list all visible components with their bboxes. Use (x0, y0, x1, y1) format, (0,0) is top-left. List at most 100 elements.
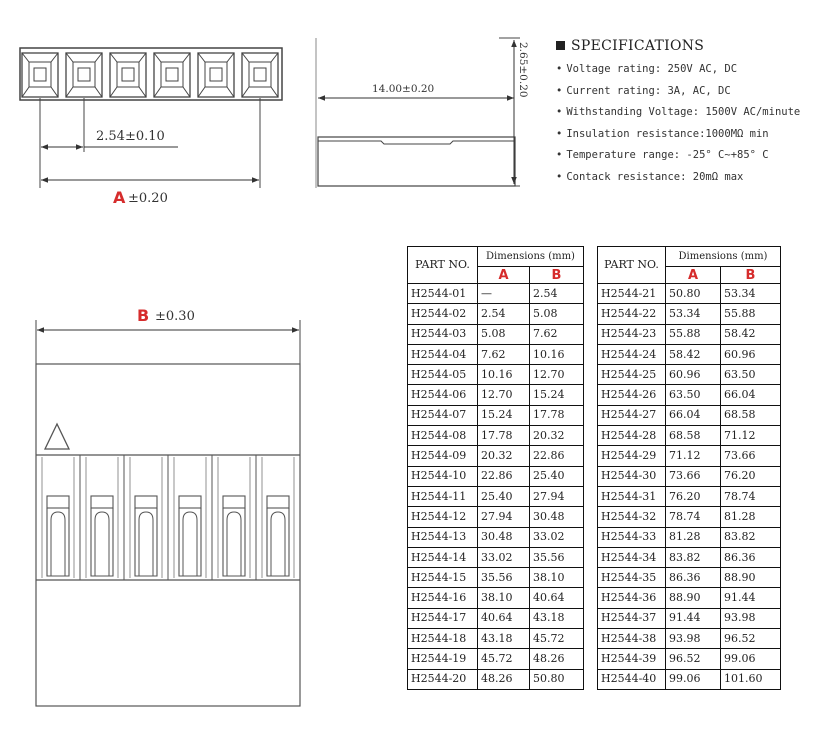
dimension-a-cell: 81.28 (665, 526, 721, 548)
dimension-b-cell: 68.58 (720, 404, 781, 427)
dimension-a-cell: 93.98 (665, 628, 721, 650)
cavity (21, 52, 59, 98)
dimension-b-cell: 2.54 (529, 282, 584, 305)
terminal-slot (41, 457, 75, 578)
dimension-b-cell: 35.56 (529, 546, 584, 569)
dimension-b-cell: 7.62 (529, 323, 584, 345)
dimension-b-cell: 96.52 (720, 628, 781, 650)
dimension-a-cell: 38.10 (477, 587, 530, 609)
part-number-cell: H2544-02 (407, 303, 478, 325)
dimension-b-cell: 17.78 (529, 404, 584, 427)
dimension-b-cell: 27.94 (529, 485, 584, 508)
dimension-a-cell: 20.32 (477, 445, 530, 467)
dimension-a-cell: 33.02 (477, 546, 530, 569)
dimension-a-cell: 12.70 (477, 384, 530, 406)
terminal-slot (211, 455, 251, 580)
dimension-a-cell: 58.42 (665, 343, 721, 366)
part-number-cell: H2544-31 (597, 485, 666, 508)
dimension-a-cell: 48.26 (477, 668, 530, 690)
dimension-a-cell: 25.40 (477, 485, 530, 508)
spec-item: Voltage rating: 250V AC, DC (556, 59, 831, 81)
spec-item: Temperature range: -25° C~+85° C (556, 145, 831, 167)
part-number-cell: H2544-34 (597, 546, 666, 569)
spec-item: Insulation resistance:1000MΩ min (556, 124, 831, 146)
spec-item: Contack resistance: 20mΩ max (556, 167, 831, 189)
top-view-housing (19, 47, 283, 101)
dimension-b-cell: 25.40 (529, 465, 584, 487)
part-number-cell: H2544-16 (407, 587, 478, 609)
dimension-b-cell: 60.96 (720, 343, 781, 366)
front-view-terminals (41, 455, 295, 580)
dimension-a-cell: 55.88 (665, 323, 721, 345)
cavity (241, 52, 279, 98)
dimension-a-cell: 71.12 (665, 445, 721, 467)
dimension-b-cell: 73.66 (720, 445, 781, 467)
specifications-title: SPECIFICATIONS (556, 38, 831, 54)
part-number-cell: H2544-27 (597, 404, 666, 427)
part-number-cell: H2544-19 (407, 648, 478, 670)
dimension-b-cell: 50.80 (529, 668, 584, 690)
top-view: 2.54±0.10 A ±0.20 (19, 47, 283, 207)
a-dimension-letter: A (113, 188, 126, 207)
dimension-a-cell: 96.52 (665, 648, 721, 670)
part-number-cell: H2544-17 (407, 607, 478, 630)
dimension-a-cell: 78.74 (665, 506, 721, 528)
dimension-b-cell: 53.34 (720, 282, 781, 305)
terminal-slot (123, 455, 163, 580)
part-number-cell: H2544-12 (407, 506, 478, 528)
dimension-b-cell: 45.72 (529, 628, 584, 650)
part-number-cell: H2544-37 (597, 607, 666, 630)
dimension-b-cell: 76.20 (720, 465, 781, 487)
dimension-b-cell: 10.16 (529, 343, 584, 366)
dimension-a-cell: 35.56 (477, 567, 530, 589)
parts-table-left: PART NO. Dimensions (mm) A B H2544-01—2.… (407, 246, 584, 690)
dimension-b-cell: 81.28 (720, 506, 781, 528)
dimension-a-cell: 99.06 (665, 668, 721, 690)
dimension-b-cell: 83.82 (720, 526, 781, 548)
top-view-cavities (21, 52, 279, 98)
dimension-b-cell: 22.86 (529, 445, 584, 467)
specifications-panel: SPECIFICATIONS Voltage rating: 250V AC, … (556, 38, 831, 188)
part-number-cell: H2544-33 (597, 526, 666, 548)
dimension-a-cell: 91.44 (665, 607, 721, 630)
dimension-a-cell: 45.72 (477, 648, 530, 670)
dimension-b-cell: 40.64 (529, 587, 584, 609)
part-number-cell: H2544-38 (597, 628, 666, 650)
dimension-b-cell: 12.70 (529, 364, 584, 386)
dimension-b-cell: 30.48 (529, 506, 584, 528)
part-number-cell: H2544-32 (597, 506, 666, 528)
dimension-a-cell: 27.94 (477, 506, 530, 528)
part-number-cell: H2544-10 (407, 465, 478, 487)
dimension-a-cell: 68.58 (665, 425, 721, 447)
part-number-cell: H2544-20 (407, 668, 478, 690)
part-no-header: PART NO. (597, 246, 666, 284)
part-number-cell: H2544-22 (597, 303, 666, 325)
cavity (153, 52, 191, 98)
dimension-a-cell: 86.36 (665, 567, 721, 589)
part-number-cell: H2544-35 (597, 567, 666, 589)
part-number-cell: H2544-15 (407, 567, 478, 589)
dimension-b-cell: 71.12 (720, 425, 781, 447)
pin1-triangle-marker (43, 422, 71, 450)
dimension-a-cell: 50.80 (665, 282, 721, 305)
dimension-a-cell: — (477, 282, 530, 305)
dimension-b-cell: 66.04 (720, 384, 781, 406)
